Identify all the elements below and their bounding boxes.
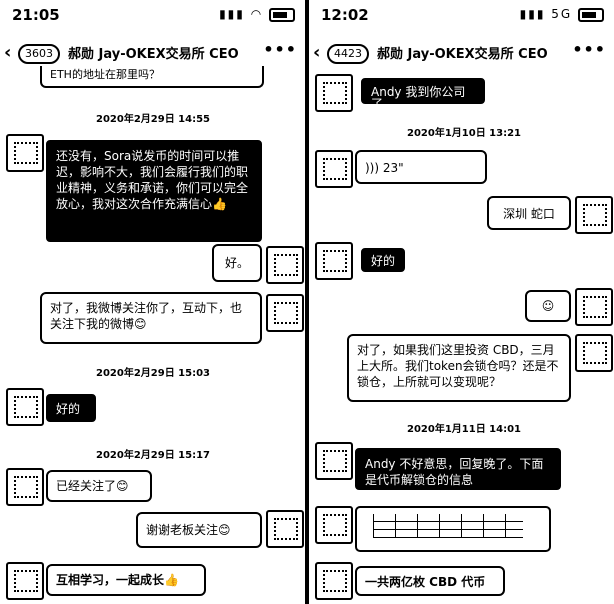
message-bubble[interactable]: 还没有，Sora说发币的时间可以推迟，影响不大，我们会履行我们的职业精神，义务和… [46,140,262,242]
chat-title: 郝勋 Jay-OKEX交易所 CEO [377,47,548,62]
message-text: ETH的地址在那里吗？ [50,68,160,81]
avatar[interactable] [6,388,44,426]
avatar[interactable] [575,196,613,234]
message-bubble[interactable]: Andy 我到你公司了 [361,78,485,110]
avatar[interactable] [6,562,44,600]
avatar[interactable] [6,134,44,172]
timestamp: 2020年2月29日 14:55 [96,114,211,125]
message-bubble[interactable]: 深圳 蛇口 [487,196,571,230]
status-icons: ▮▮▮ 5G [520,7,604,22]
back-icon[interactable]: ‹ [4,42,12,63]
status-bar: 21:05 ▮▮▮ ◠ [0,0,305,30]
status-time: 21:05 [12,6,60,24]
message-bubble[interactable]: 谢谢老板关注😊 [136,512,262,548]
message-bubble[interactable]: 好的 [361,248,405,272]
message-bubble[interactable]: 好。 [212,244,262,282]
message-bubble[interactable]: 好的 [46,394,96,422]
message-bubble[interactable]: 一共两亿枚 CBD 代币 [355,566,505,596]
avatar[interactable] [315,562,353,600]
table-image [373,514,523,538]
avatar[interactable] [266,246,304,284]
signal-icon: ▮▮▮ ◠ [219,7,264,21]
unread-badge[interactable]: 3603 [18,44,60,64]
avatar[interactable] [6,468,44,506]
panel-divider [305,0,309,604]
signal-icon: ▮▮▮ 5G [519,7,573,21]
message-bubble-clipped[interactable]: ETH的地址在那里吗？ [40,66,264,88]
avatar[interactable] [315,506,353,544]
more-icon[interactable]: ••• [263,40,297,59]
right-chat-panel: 12:02 ▮▮▮ 5G ‹ 4423 郝勋 Jay-OKEX交易所 CEO •… [309,0,614,604]
message-bubble[interactable]: 已经关注了😊 [46,470,152,502]
avatar[interactable] [315,442,353,480]
message-bubble[interactable]: ☺ [525,290,571,322]
avatar[interactable] [266,294,304,332]
unread-badge[interactable]: 4423 [327,44,369,64]
avatar[interactable] [575,334,613,372]
avatar[interactable] [315,74,353,112]
battery-icon [269,7,295,22]
message-bubble[interactable]: Andy 不好意思，回复晚了。下面是代币解锁仓的信息 [355,448,561,490]
timestamp: 2020年2月29日 15:03 [96,368,211,379]
chat-header: ‹ 4423 郝勋 Jay-OKEX交易所 CEO ••• [309,38,614,68]
timestamp: 2020年1月11日 14:01 [407,424,522,435]
chat-header: ‹ 3603 郝勋 Jay-OKEX交易所 CEO ••• [0,38,305,68]
left-chat-panel: 21:05 ▮▮▮ ◠ ‹ 3603 郝勋 Jay-OKEX交易所 CEO ••… [0,0,305,604]
avatar[interactable] [575,288,613,326]
status-time: 12:02 [321,6,369,24]
battery-icon [578,7,604,22]
status-icons: ▮▮▮ ◠ [219,7,295,22]
timestamp: 2020年2月29日 15:17 [96,450,211,461]
message-bubble[interactable]: 对了，我微博关注你了，互动下，也关注下我的微博😊 [40,292,262,344]
message-bubble[interactable]: 互相学习，一起成长👍 [46,564,206,596]
message-bubble[interactable]: 对了，如果我们这里投资 CBD，三月上大所。我们token会锁仓吗？还是不锁仓，… [347,334,571,402]
avatar[interactable] [315,242,353,280]
chat-title: 郝勋 Jay-OKEX交易所 CEO [68,47,239,62]
avatar[interactable] [266,510,304,548]
timestamp: 2020年1月10日 13:21 [407,128,522,139]
avatar[interactable] [315,150,353,188]
image-message[interactable] [355,506,551,552]
voice-message[interactable]: ))) 23" [355,150,487,184]
status-bar: 12:02 ▮▮▮ 5G [309,0,614,30]
back-icon[interactable]: ‹ [313,42,321,63]
more-icon[interactable]: ••• [572,40,606,59]
